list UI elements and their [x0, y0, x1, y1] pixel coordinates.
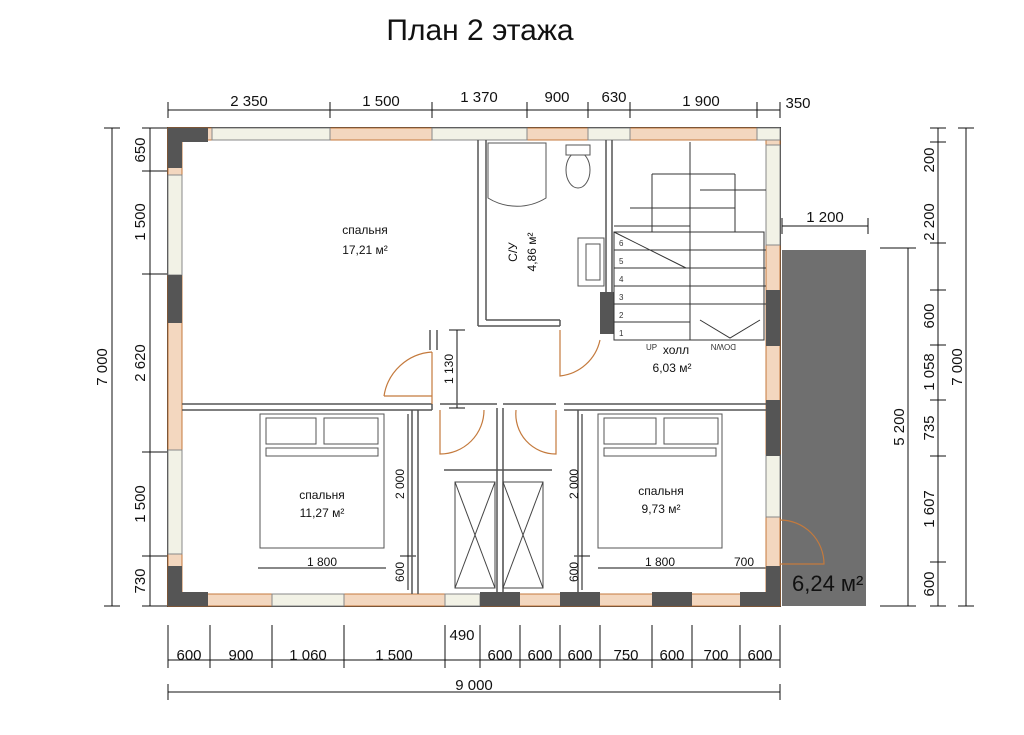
dim-bottom-11: 600 — [747, 647, 772, 664]
dim-left-2: 2 620 — [132, 344, 149, 382]
dim-bed3-offset: 600 — [567, 562, 581, 582]
room-bedroom3-area: 9,73 м² — [642, 502, 681, 516]
dim-right-1: 2 200 — [921, 203, 938, 241]
dim-bed2-length: 2 000 — [393, 469, 407, 499]
stairs-down-label: DOWN — [710, 342, 736, 351]
dim-bottom-9: 600 — [659, 647, 684, 664]
dim-left-3: 1 500 — [132, 485, 149, 523]
dim-bottom-5: 600 — [487, 647, 512, 664]
dim-terrace-height: 5 200 — [891, 408, 908, 446]
dim-left-0: 650 — [132, 137, 149, 162]
room-hall-name: холл — [663, 343, 689, 357]
room-bedroom1-area: 17,21 м² — [342, 243, 388, 257]
step-4: 4 — [619, 275, 624, 284]
outer-walls — [167, 127, 781, 607]
step-2: 2 — [619, 311, 624, 320]
dim-right-5: 1 607 — [921, 490, 938, 528]
stair-step-numbers: 1 2 3 4 5 6 UP DOWN — [619, 239, 736, 352]
dim-right-total: 7 000 — [949, 348, 966, 386]
terrace-area: 6,24 м² — [792, 571, 863, 596]
doors — [383, 330, 825, 565]
room-bedroom3-name: спальня — [638, 484, 684, 498]
room-bedroom1-name: спальня — [342, 223, 388, 237]
step-3: 3 — [619, 293, 624, 302]
dim-bottom-1: 900 — [228, 647, 253, 664]
left-dimension-labels: 650 1 500 2 620 1 500 730 7 000 — [94, 137, 149, 593]
room-hall-area: 6,03 м² — [653, 361, 692, 375]
dim-bed3-width: 1 800 — [645, 555, 675, 569]
dim-left-1: 1 500 — [132, 203, 149, 241]
dim-bottom-8: 750 — [613, 647, 638, 664]
dim-top-3: 900 — [544, 89, 569, 106]
step-1: 1 — [619, 329, 624, 338]
dim-bottom-3: 1 500 — [375, 647, 413, 664]
dim-left-4: 730 — [132, 568, 149, 593]
dim-top-6: 350 — [785, 95, 810, 112]
dim-right-6: 600 — [921, 571, 938, 596]
dim-top-0: 2 350 — [230, 93, 268, 110]
bathroom-fixtures — [487, 142, 605, 287]
dim-top-2: 1 370 — [460, 89, 498, 106]
dim-bottom-2: 1 060 — [289, 647, 327, 664]
dim-total-width: 9 000 — [455, 677, 493, 694]
dim-bottom-10: 700 — [703, 647, 728, 664]
room-bedroom2-name: спальня — [299, 488, 345, 502]
beds — [259, 413, 723, 549]
interior-dimension-labels: 1 130 2 000 600 1 800 2 000 600 1 800 70… — [307, 354, 754, 582]
dim-corridor: 1 130 — [442, 354, 456, 384]
plan-title: План 2 этажа — [386, 14, 574, 47]
dim-bottom-6: 600 — [527, 647, 552, 664]
dim-bottom-4: 490 — [449, 627, 474, 644]
dim-top-4: 630 — [601, 89, 626, 106]
dim-right-3: 1 058 — [921, 353, 938, 391]
wardrobes — [454, 481, 544, 589]
dim-right-0: 200 — [921, 147, 938, 172]
dim-bed2-width: 1 800 — [307, 555, 337, 569]
dim-terrace-width: 1 200 — [806, 209, 844, 226]
dim-right-4: 735 — [921, 415, 938, 440]
dim-bed2-offset: 600 — [393, 562, 407, 582]
dim-top-5: 1 900 — [682, 93, 720, 110]
dim-bottom-7: 600 — [567, 647, 592, 664]
room-bathroom-area: 4,86 м² — [525, 233, 539, 272]
room-bedroom2-area: 11,27 м² — [300, 506, 345, 520]
staircase — [613, 142, 766, 341]
terrace — [782, 250, 866, 606]
dim-bed3-length: 2 000 — [567, 469, 581, 499]
stairs-up-label: UP — [646, 343, 657, 352]
right-dimension-labels: 200 2 200 600 1 058 735 1 607 600 7 000 … — [806, 147, 966, 596]
dim-top-1: 1 500 — [362, 93, 400, 110]
bottom-dimension-labels: 600 900 1 060 1 500 490 600 600 600 750 … — [176, 627, 772, 694]
dim-door-700: 700 — [734, 555, 754, 569]
dim-bottom-0: 600 — [176, 647, 201, 664]
step-6: 6 — [619, 239, 624, 248]
dim-right-2: 600 — [921, 303, 938, 328]
dimension-lines — [104, 102, 974, 700]
dim-left-total: 7 000 — [94, 348, 111, 386]
step-5: 5 — [619, 257, 624, 266]
room-bathroom-name: С/У — [506, 242, 520, 262]
top-dimension-labels: 2 350 1 500 1 370 900 630 1 900 350 — [230, 89, 810, 112]
